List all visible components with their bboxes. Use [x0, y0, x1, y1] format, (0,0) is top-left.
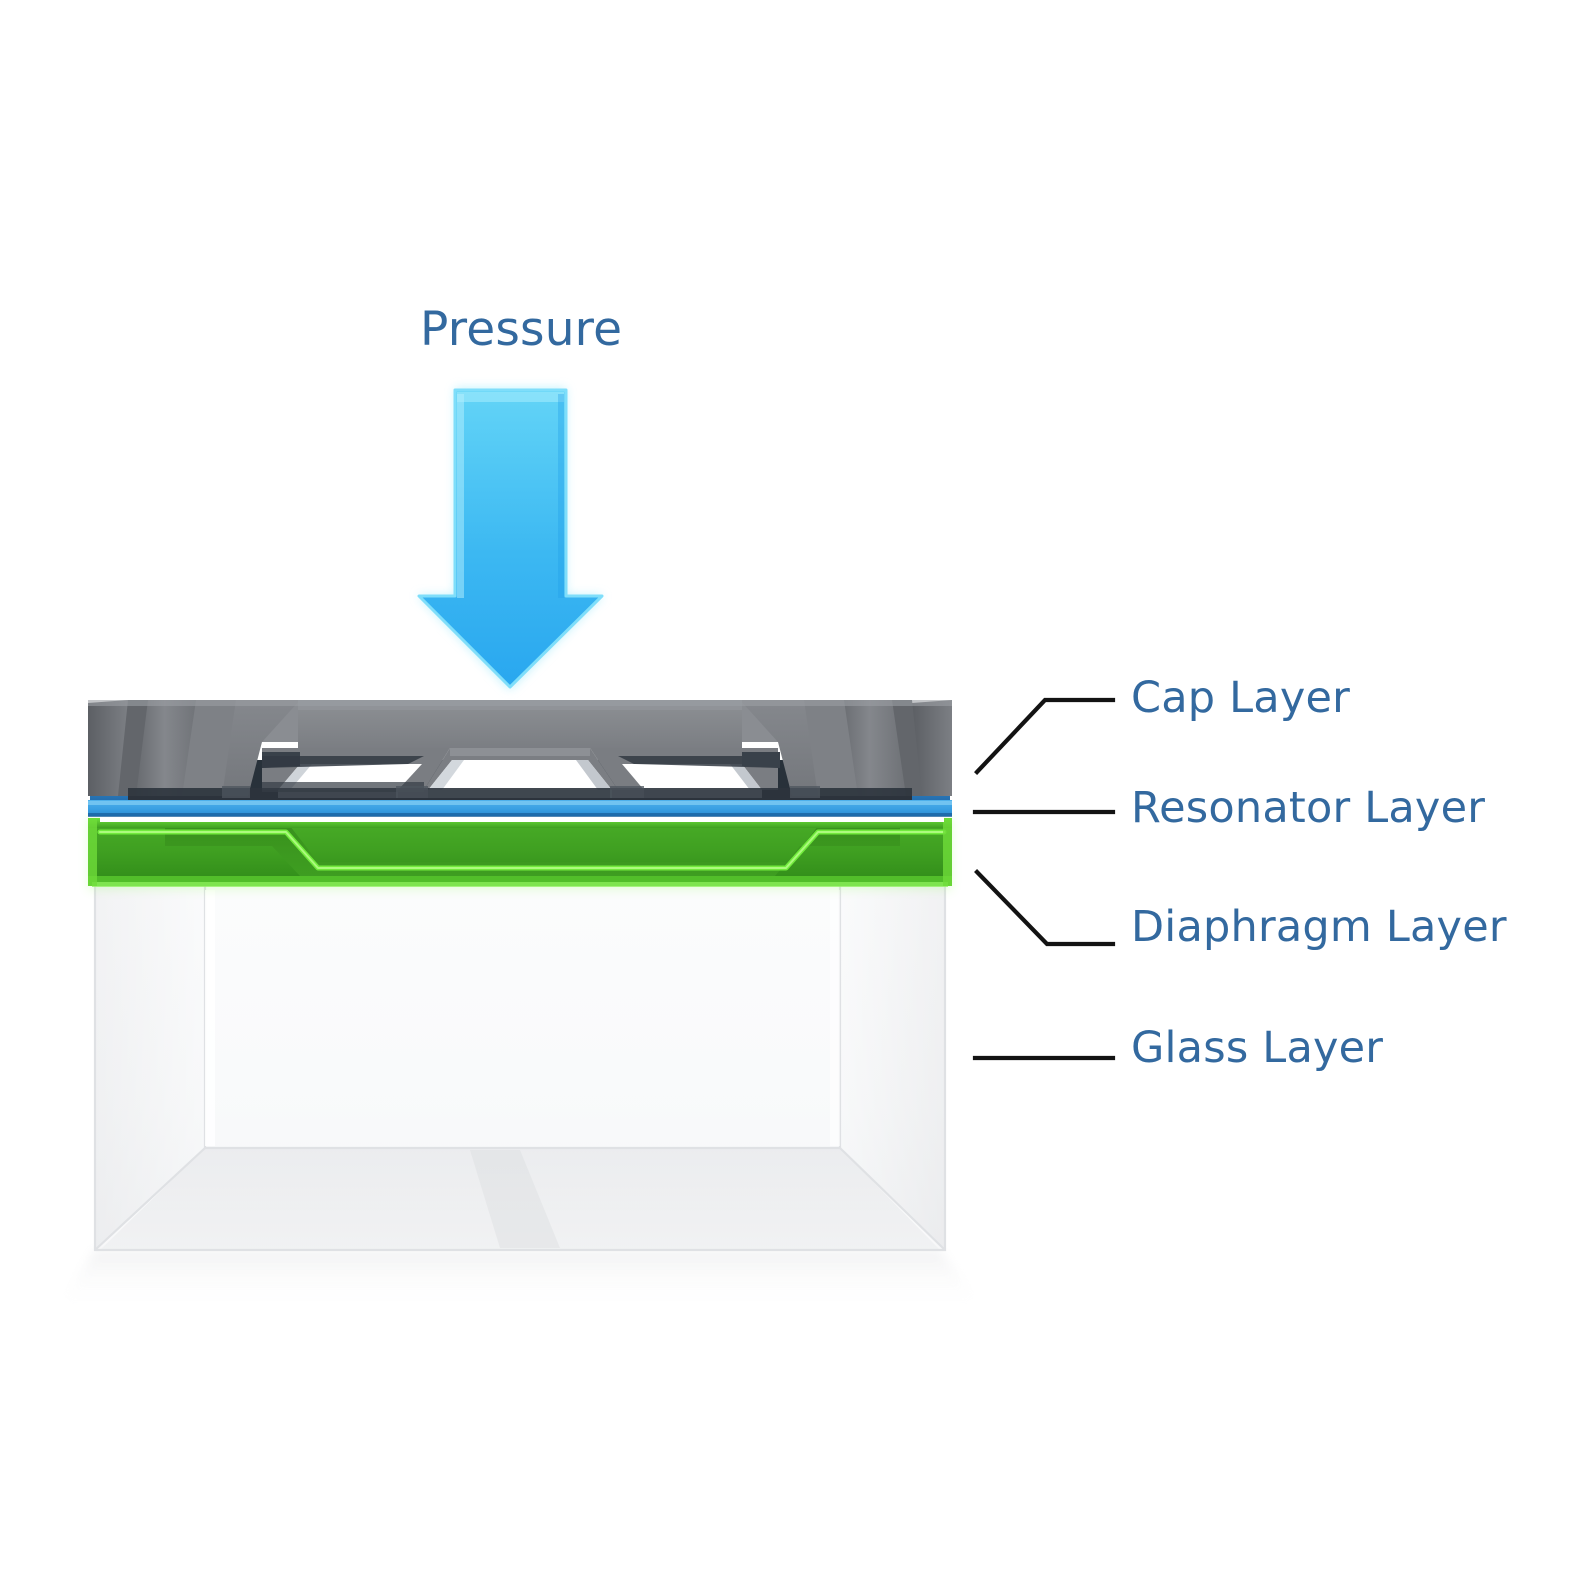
cap-layer-label: Cap Layer	[1131, 673, 1351, 723]
leader-lines	[972, 697, 1116, 1061]
pressure-arrow	[417, 388, 604, 690]
diaphragm-layer-label: Diaphragm Layer	[1131, 902, 1507, 952]
pressure-label: Pressure	[420, 302, 623, 357]
diaphragm-layer-shape	[88, 818, 952, 890]
cap-layer-shape	[88, 700, 952, 800]
leader-diaphragm	[974, 869, 1116, 947]
resonator-layer-label: Resonator Layer	[1131, 783, 1486, 833]
glass-layer-label: Glass Layer	[1131, 1023, 1384, 1073]
glass-layer-shape	[55, 883, 985, 1310]
leader-cap	[974, 697, 1116, 775]
